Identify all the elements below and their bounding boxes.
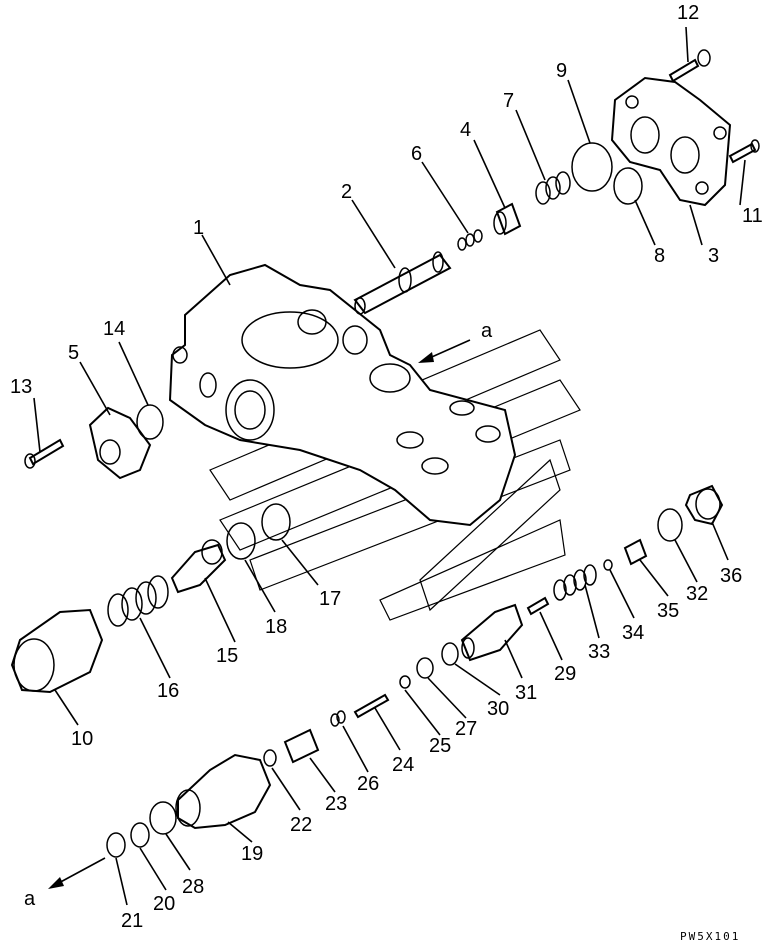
callout-15: 15 [216,645,238,667]
callout-4: 4 [460,119,471,141]
callout-34: 34 [622,622,644,644]
o-ring-part-30 [441,642,459,666]
callout-1: 1 [193,217,204,239]
spool-part-2 [353,251,452,315]
ring-part-21 [106,832,126,858]
callout-24: 24 [392,754,414,776]
callout-16: 16 [157,680,179,702]
leader-lines [33,26,746,906]
drawing-code: PW5X101 [680,930,740,943]
callout-12: 12 [677,2,699,24]
ball-part-34 [603,559,613,571]
nut-part-22 [263,749,277,767]
spring-part-26 [330,710,346,727]
callout-14: 14 [103,318,125,340]
view-label-a-lower: a [24,888,36,910]
callout-35: 35 [657,600,679,622]
pin-part-24 [353,693,390,719]
callout-9: 9 [556,60,567,82]
callout-23: 23 [325,793,347,815]
ring-part-20 [130,822,150,848]
callout-36: 36 [720,565,742,587]
locknut-part-32 [657,508,683,542]
bolt-part-11 [728,139,760,164]
seat-part-35 [623,538,648,566]
o-ring-part-18 [226,522,256,560]
callout-20: 20 [153,893,175,915]
seat-part-25 [399,675,411,689]
view-arrow-a-lower [48,857,106,889]
cover-part-3 [610,76,732,207]
callout-3: 3 [708,245,719,267]
callout-28: 28 [182,876,204,898]
callout-22: 22 [290,814,312,836]
callout-5: 5 [68,342,79,364]
callout-labels: 1 2 3 4 5 6 7 8 9 10 11 12 13 14 15 16 1… [10,2,763,932]
callout-31: 31 [515,682,537,704]
o-ring-part-9 [571,142,613,192]
bolt-part-13 [24,438,65,469]
callout-8: 8 [654,245,665,267]
callout-17: 17 [319,588,341,610]
callout-18: 18 [265,616,287,638]
spring-part-33 [553,564,597,601]
o-ring-part-14 [136,404,164,440]
spring-part-6 [457,229,483,251]
callout-11: 11 [742,205,763,227]
view-label-a-upper: a [481,320,493,342]
flange-part-5 [88,406,152,480]
spring-part-16 [107,575,169,627]
callout-33: 33 [588,641,610,663]
callout-26: 26 [357,773,379,795]
bolt-part-12 [668,49,711,83]
view-arrow-a-upper [418,339,471,363]
valve-body-part-1 [168,263,517,527]
spring-part-7 [535,171,571,205]
sleeve-part-4 [493,202,522,236]
o-ring-part-17 [261,503,291,541]
callout-19: 19 [241,843,263,865]
o-ring-part-8 [613,167,643,205]
callout-21: 21 [121,910,143,932]
callout-25: 25 [429,735,451,757]
sleeve-part-23 [283,728,320,764]
cap-nut-part-36 [684,484,724,526]
callout-29: 29 [554,663,576,685]
callout-27: 27 [455,718,477,740]
ring-part-28 [149,801,177,835]
needle-part-29 [526,596,550,616]
plug-part-10 [10,608,104,694]
washer-part-27 [416,657,434,679]
adjuster-part-31 [460,603,524,662]
callout-10: 10 [71,728,93,750]
housing-part-19 [175,753,272,830]
callout-6: 6 [411,143,422,165]
callout-32: 32 [686,583,708,605]
callout-30: 30 [487,698,509,720]
callout-13: 13 [10,376,32,398]
callout-7: 7 [503,90,514,112]
piston-part-15 [170,539,227,594]
callout-2: 2 [341,181,352,203]
